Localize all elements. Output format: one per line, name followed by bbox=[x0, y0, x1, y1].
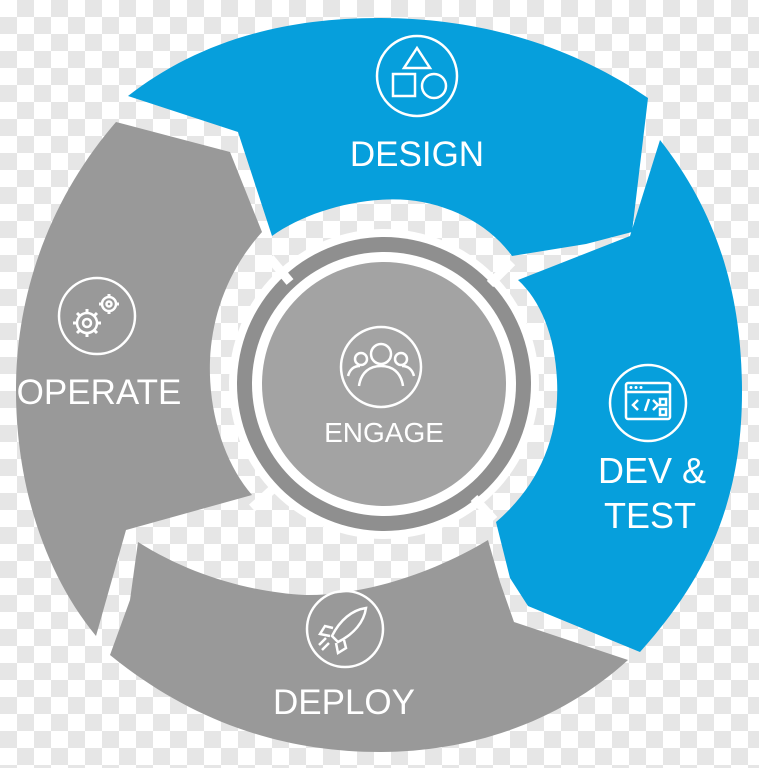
segment-label-dev-test-line2: TEST bbox=[604, 495, 696, 536]
segment-label-dev-test-line1: DEV & bbox=[598, 450, 706, 491]
rocket-icon bbox=[305, 589, 385, 669]
code-window-icon bbox=[608, 363, 688, 443]
segment-design bbox=[128, 18, 648, 256]
center-label: ENGAGE bbox=[324, 417, 444, 448]
shapes-icon bbox=[375, 34, 459, 118]
segment-deploy bbox=[110, 540, 628, 752]
segment-dev-test bbox=[496, 140, 742, 652]
center-circle bbox=[262, 262, 506, 506]
gear-teeth bbox=[73, 294, 119, 337]
segment-label-operate: OPERATE bbox=[17, 373, 182, 412]
people-group-icon bbox=[339, 325, 423, 409]
segment-label-design: DESIGN bbox=[350, 135, 484, 174]
window-dots bbox=[629, 386, 643, 389]
segment-operate bbox=[16, 122, 262, 636]
segment-label-deploy: DEPLOY bbox=[273, 683, 415, 722]
ring-dividers bbox=[248, 255, 516, 524]
